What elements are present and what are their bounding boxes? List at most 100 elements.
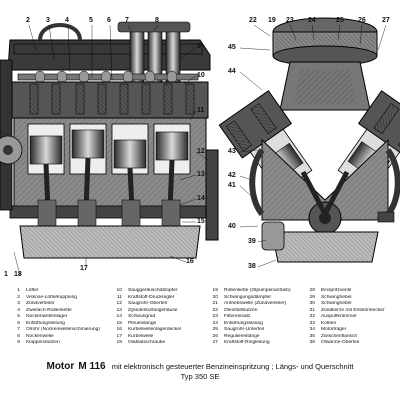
legend-item-number: 10 [116,288,122,293]
legend-item-label: Viskose-Lüfterkupplung [26,294,78,300]
legend-item-number: 24 [212,320,218,326]
longitudinal-section [0,21,219,259]
callout-9: 9 [197,43,201,50]
callout-4: 4 [65,17,69,24]
callout-5: 5 [89,17,93,24]
legend-item-label: Nockenwelle [26,333,54,339]
caption-title: Motor M 116 mit elektronisch gesteuerter… [0,362,400,372]
legend-item: 1 Lüfter [10,288,100,295]
legend-item: 35 Zwischenflansch [305,334,385,341]
legend-item: 16 Kurbelwellenlagerdeckel [112,327,181,334]
legend-item-number: 20 [212,294,218,300]
legend-item: 20 Schwingungsdämpfer [208,295,291,302]
callout-42: 42 [228,172,236,179]
legend-item-number: 12 [116,301,122,306]
legend-item-label: Antriebswelle (Zündverteiler) [224,301,287,306]
callout-45: 45 [228,44,236,51]
legend-item-number: 9 [17,340,20,345]
legend-item-number: 28 [309,288,315,293]
legend-item-number: 36 [309,340,315,345]
callout-27: 27 [382,17,390,24]
legend-item: 5 Nockenwellenlager [10,314,100,321]
legend-item-label: Kraftstoff-Druckregler [128,294,175,300]
caption-type: Typ 350 SE [180,372,220,381]
callout-17: 17 [80,265,88,272]
legend-item-label: Pleuelstange [128,320,157,326]
callout-2: 2 [26,17,30,24]
legend-item-number: 5 [17,314,20,319]
callout-8: 8 [155,17,159,24]
legend-item-number: 8 [17,333,20,339]
legend-item-number: 21 [212,301,218,306]
legend-item-number: 2 [17,294,20,300]
callout-7: 7 [125,17,129,24]
legend-item: 11 Kraftstoff-Druckregler [112,295,181,302]
callout-14: 14 [197,195,205,202]
legend-item-number: 4 [17,307,20,313]
callout-44: 44 [228,68,236,75]
engine-cutaway-illustration [0,17,400,276]
legend-item: 24 Entlüftungsleitung [208,321,291,328]
legend-item-label: Motorträger [321,327,347,332]
legend-item-number: 15 [116,320,122,326]
legend-item: 21 Antriebswelle (Zündverteiler) [208,301,291,308]
legend-item: 15 Pleuelstange [112,321,181,328]
callout-11: 11 [197,107,205,114]
legend-item-label: Zündkerze mit Entstörstecker [321,307,385,313]
legend-item-label: Zylinderkurbelgehäuse [128,307,178,313]
legend-item-label: Einspritzventil [321,288,352,293]
legend-item-number: 11 [116,294,122,300]
legend-item-label: Kurbelwellenlagerdeckel [128,327,182,332]
intake-runners [117,21,191,83]
legend-item-number: 35 [309,333,315,339]
callout-26: 26 [358,17,366,24]
legend-item-number: 3 [17,301,20,306]
legend-item-number: 16 [116,327,122,332]
legend-item-number: 1 [17,288,20,293]
legend-item-label: Entlüftungsleitung [26,320,65,326]
caption-motor: Motor [46,361,75,372]
legend-item-label: Nockenwellenlager [26,314,68,319]
caption-description: mit elektronisch gesteuerter Benzineinsp… [111,362,354,371]
legend-item-label: Regulierestänge [224,333,260,339]
legend-item-number: 18 [116,340,122,345]
legend-item-number: 27 [212,340,218,345]
legend-item: 8 Nockenwelle [10,334,100,341]
legend-item-label: Saugrohr-Unterteil [224,327,264,332]
callout-25: 25 [336,17,344,24]
legend-item-label: Ölrohr (Nockenwellenschmierung) [26,327,100,332]
callout-15: 15 [197,218,205,225]
callout-19: 19 [268,17,276,24]
legend-item-label: Schwingungsdämpfer [224,294,272,300]
legend-item-label: Filtereinsatz [224,314,251,319]
legend-item-label: Lüfter [26,288,39,293]
pistons [27,123,191,175]
legend-item-number: 7 [17,327,20,332]
callout-38: 38 [248,263,256,270]
callout-6: 6 [107,17,111,24]
legend-item-number: 23 [212,314,218,319]
callout-24: 24 [308,17,316,24]
legend-item-label: Zwischenflansch [321,333,358,339]
legend-item-label: Schwinghebel [321,301,352,306]
callout-18: 18 [14,271,22,278]
caption-model: M 116 [78,361,106,372]
legend-item-label: Entlüftungsleitung [224,320,263,326]
callout-41: 41 [228,182,236,189]
